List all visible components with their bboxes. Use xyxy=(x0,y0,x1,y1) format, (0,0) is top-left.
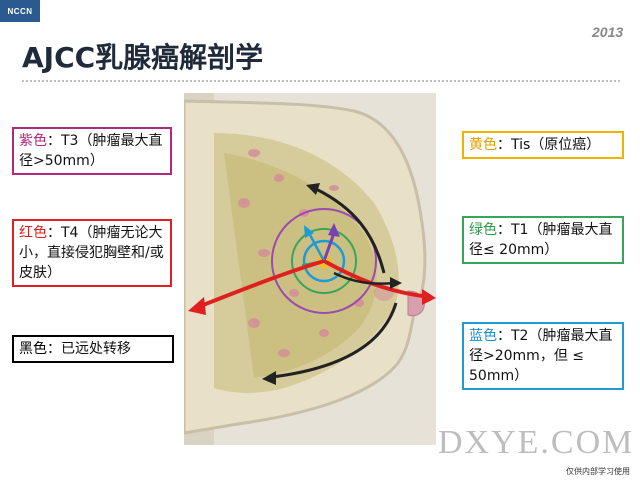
legend-black-text: ：已远处转移 xyxy=(47,341,131,357)
legend-red-color-name: 红色 xyxy=(19,225,47,241)
legend-green-t1: 绿色：T1（肿瘤最大直径≤ 20mm） xyxy=(462,216,624,264)
legend-blue-t2: 蓝色：T2（肿瘤最大直径>20mm，但 ≤ 50mm） xyxy=(462,322,624,390)
legend-black-color-name: 黑色 xyxy=(19,341,47,357)
nccn-logo-text: NCCN xyxy=(7,6,33,16)
legend-green-text: ：T1（肿瘤最大直径≤ 20mm） xyxy=(469,222,613,258)
year-label: 2013 xyxy=(592,24,624,40)
legend-red-t4: 红色：T4（肿瘤无论大小，直接侵犯胸壁和/或皮肤） xyxy=(12,219,172,287)
legend-purple-color-name: 紫色 xyxy=(19,133,47,149)
watermark: DXYE.COM xyxy=(438,424,635,461)
page-title: AJCC乳腺癌解剖学 xyxy=(22,41,264,74)
legend-yellow-text: ：Tis（原位癌） xyxy=(497,137,601,153)
legend-blue-color-name: 蓝色 xyxy=(469,328,497,344)
footer-note: 仅供内部学习使用 xyxy=(566,467,630,476)
nccn-logo: NCCN xyxy=(0,0,40,22)
legend-blue-text: ：T2（肿瘤最大直径>20mm，但 ≤ 50mm） xyxy=(469,328,613,384)
legend-green-color-name: 绿色 xyxy=(469,222,497,238)
breast-anatomy-illustration xyxy=(184,93,436,445)
legend-yellow-color-name: 黄色 xyxy=(469,137,497,153)
legend-red-text: ：T4（肿瘤无论大小，直接侵犯胸壁和/或皮肤） xyxy=(19,225,164,281)
legend-yellow-tis: 黄色：Tis（原位癌） xyxy=(462,131,624,159)
legend-purple-text: ：T3（肿瘤最大直径>50mm） xyxy=(19,133,163,169)
title-divider xyxy=(22,80,620,82)
legend-black-metastasis: 黑色：已远处转移 xyxy=(12,335,174,363)
legend-purple-t3: 紫色：T3（肿瘤最大直径>50mm） xyxy=(12,127,172,175)
